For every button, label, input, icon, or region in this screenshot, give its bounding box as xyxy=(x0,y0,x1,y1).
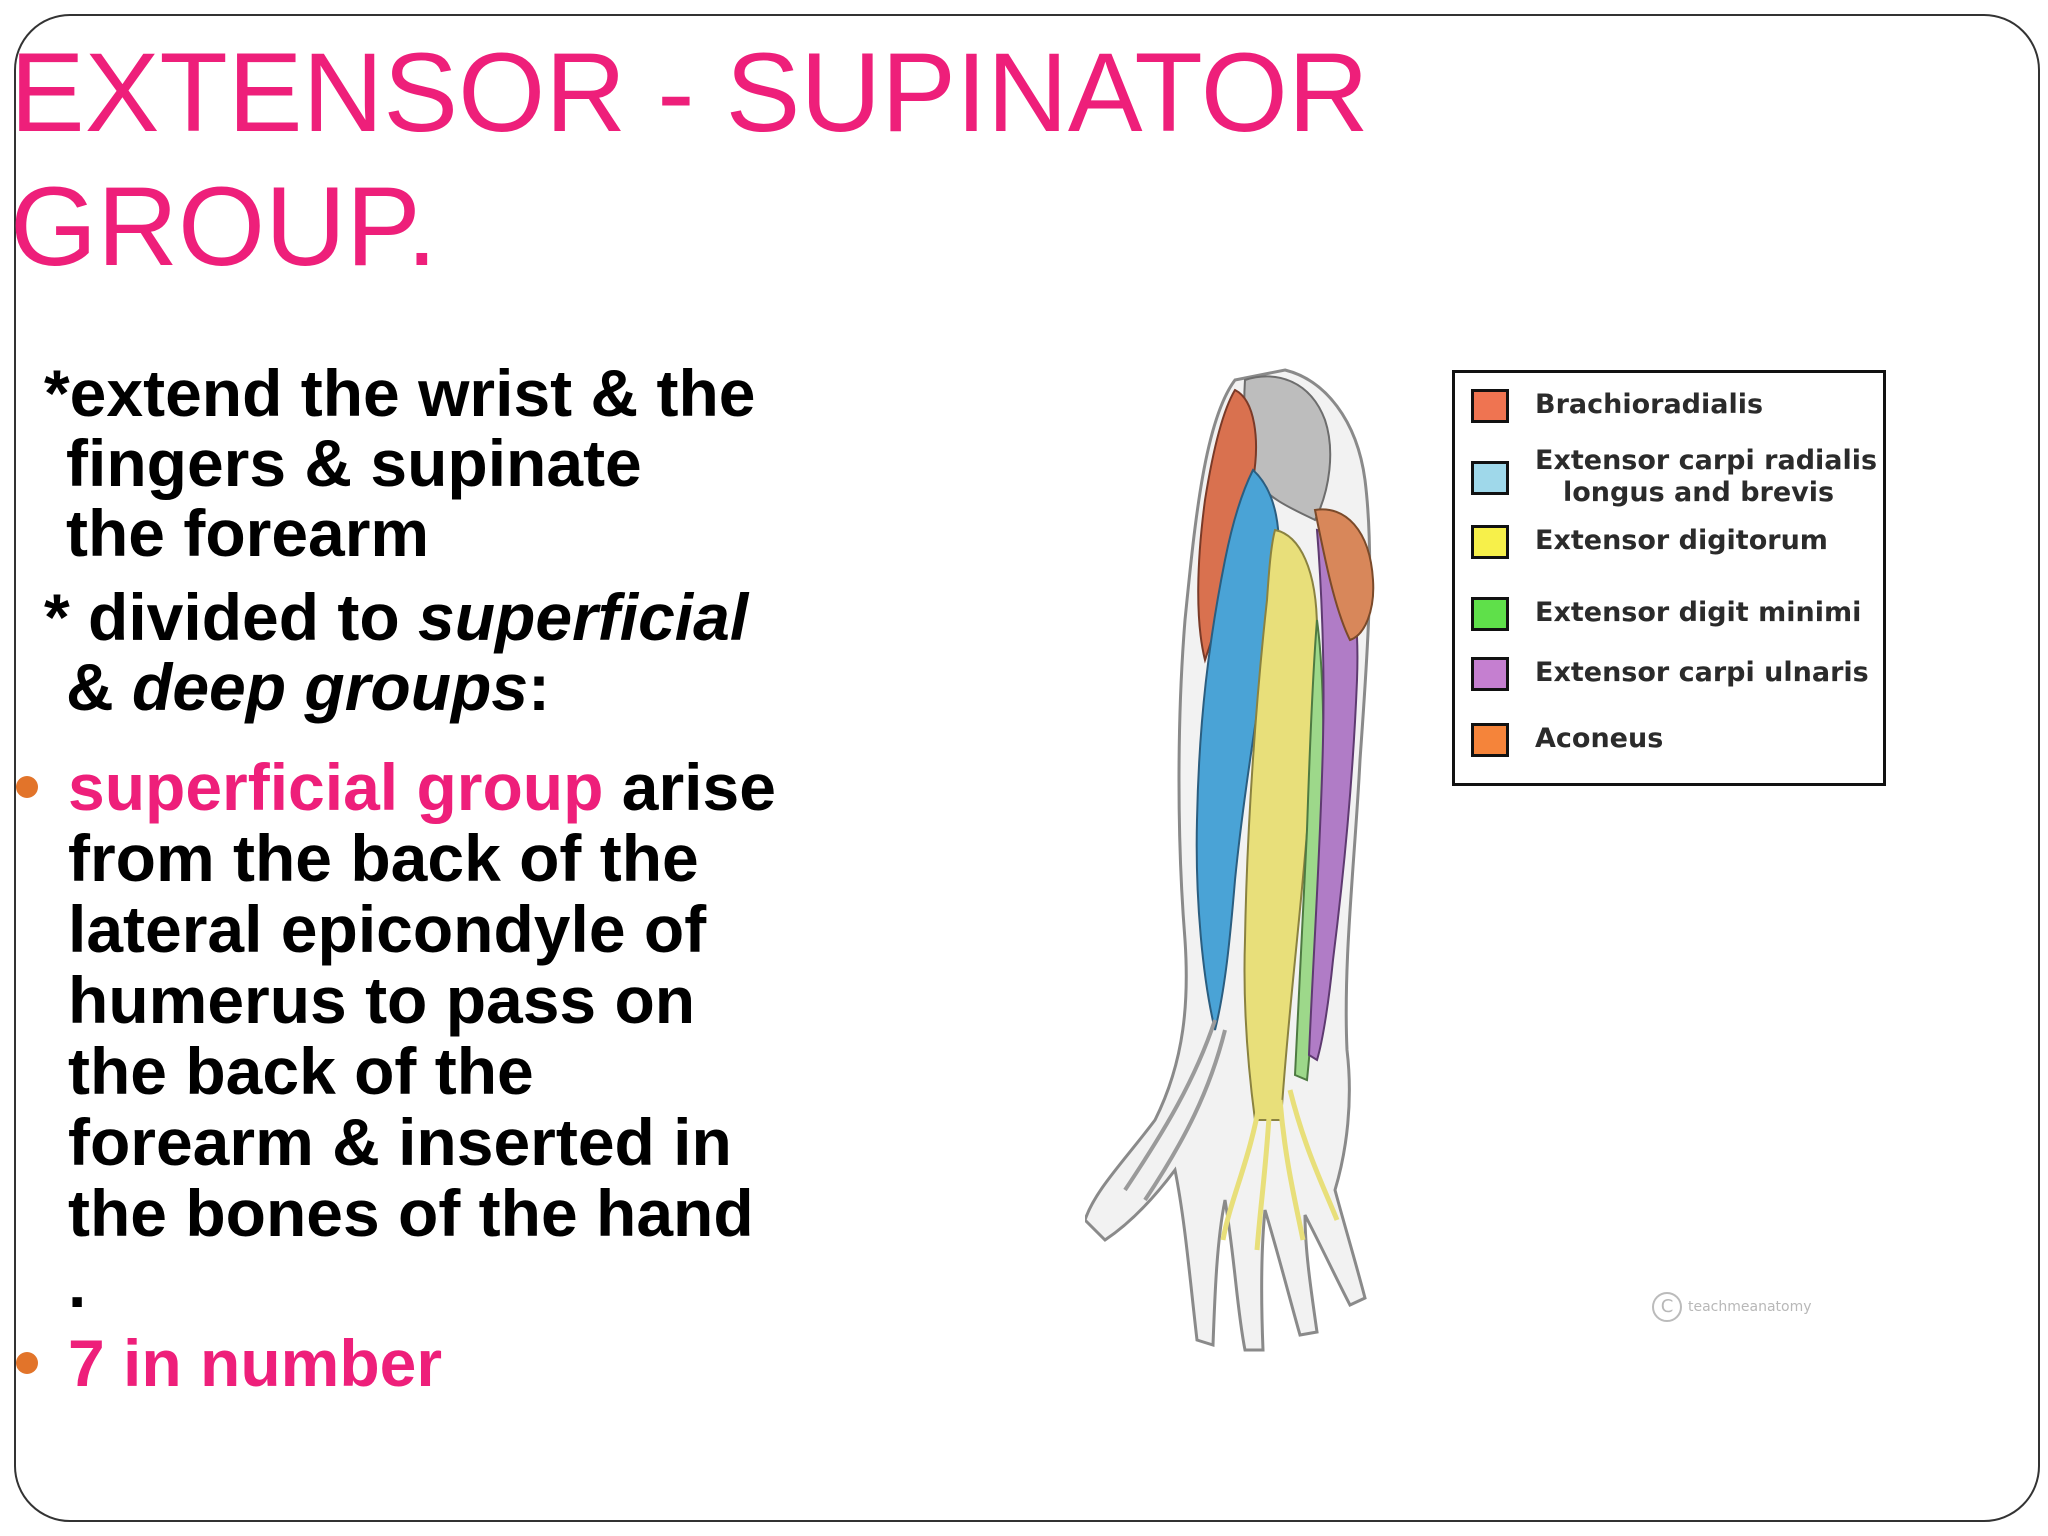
intro-p2-amp: & xyxy=(66,650,132,724)
intro-p2-suffix: : xyxy=(528,650,551,724)
bullet-line: . xyxy=(68,1247,87,1321)
finger-tendons xyxy=(1220,1089,1340,1251)
legend-swatch xyxy=(1471,389,1509,423)
tendon-to-little xyxy=(1287,1089,1340,1221)
intro-line: the forearm xyxy=(66,496,430,570)
legend-swatch xyxy=(1471,657,1509,691)
intro-line: fingers & supinate xyxy=(66,426,642,500)
bullet-line: superficial group arise xyxy=(68,752,900,823)
bullet-line: the back of the xyxy=(68,1034,534,1108)
tendon-to-index xyxy=(1220,1099,1263,1241)
intro-p2-deep-groups: deep groups xyxy=(132,650,529,724)
legend-label: Extensor digitorum xyxy=(1535,525,1828,556)
intro-p2-superficial: superficial xyxy=(418,580,749,654)
bullet-dot-icon xyxy=(16,776,38,798)
intro-p2-prefix: * divided to xyxy=(44,580,419,654)
thumb-tendon-1 xyxy=(1123,1019,1217,1192)
thumb-tendons xyxy=(1123,1019,1227,1202)
bullet-text: 7 in number xyxy=(68,1326,443,1400)
intro-paragraph-1: *extend the wrist & the fingers & supina… xyxy=(44,358,944,568)
intro-text: *extend the wrist & the fingers & supina… xyxy=(44,358,944,722)
legend-swatch xyxy=(1471,597,1509,631)
slide-title: EXTENSOR - SUPINATOR GROUP. xyxy=(10,26,1510,294)
intro-line: * divided to superficial xyxy=(44,582,944,652)
bullet-line: the bones of the hand xyxy=(68,1176,754,1250)
brachioradialis-muscle xyxy=(1197,388,1257,664)
legend-label: Extensor digit minimi xyxy=(1535,597,1862,628)
legend-label: Brachioradialis xyxy=(1535,389,1764,420)
bullet-line: humerus to pass on xyxy=(68,963,696,1037)
legend-label: Extensor carpi radialis longus and brevi… xyxy=(1535,445,1877,509)
intro-line: *extend the wrist & the xyxy=(44,356,756,430)
legend-label: Extensor carpi ulnaris xyxy=(1535,657,1869,688)
copyright-text: teachmeanatomy xyxy=(1688,1299,1812,1315)
forearm-muscle-illustration xyxy=(1085,368,1375,1352)
bullet-superficial-group: superficial group arise from the back of… xyxy=(0,752,900,1320)
bullet-line: from the back of the xyxy=(68,821,699,895)
legend-swatch xyxy=(1471,525,1509,559)
muscle-legend: Brachioradialis Extensor carpi radialis … xyxy=(1452,370,1886,786)
intro-paragraph-2: * divided to superficial & deep groups: xyxy=(44,582,944,722)
bullet-seven-in-number: 7 in number xyxy=(0,1328,900,1399)
bullet-line: lateral epicondyle of xyxy=(68,892,707,966)
bullet-list: superficial group arise from the back of… xyxy=(0,752,900,1399)
tendon-to-ring xyxy=(1277,1099,1306,1241)
title-line-2: GROUP. xyxy=(10,164,438,289)
legend-swatch xyxy=(1471,461,1509,495)
anconeus-muscle xyxy=(1313,508,1375,642)
legend-swatch xyxy=(1471,723,1509,757)
bullet-line: forearm & inserted in xyxy=(68,1105,732,1179)
copyright-icon: C xyxy=(1652,1292,1682,1322)
legend-label-line-1: Extensor carpi radialis xyxy=(1535,445,1878,476)
bullet-dot-icon xyxy=(16,1352,38,1374)
thumb-tendon-2 xyxy=(1143,1029,1227,1202)
legend-label: Aconeus xyxy=(1535,723,1664,754)
extensor-carpi-ulnaris-muscle xyxy=(1307,528,1359,1062)
legend-label-line-2: longus and brevis xyxy=(1563,477,1835,508)
bullet-text: arise xyxy=(603,750,776,824)
superficial-group-highlight: superficial group xyxy=(68,750,604,824)
title-line-1: EXTENSOR - SUPINATOR xyxy=(10,30,1369,155)
tendon-to-middle xyxy=(1254,1099,1273,1251)
intro-line: & deep groups: xyxy=(44,652,944,722)
